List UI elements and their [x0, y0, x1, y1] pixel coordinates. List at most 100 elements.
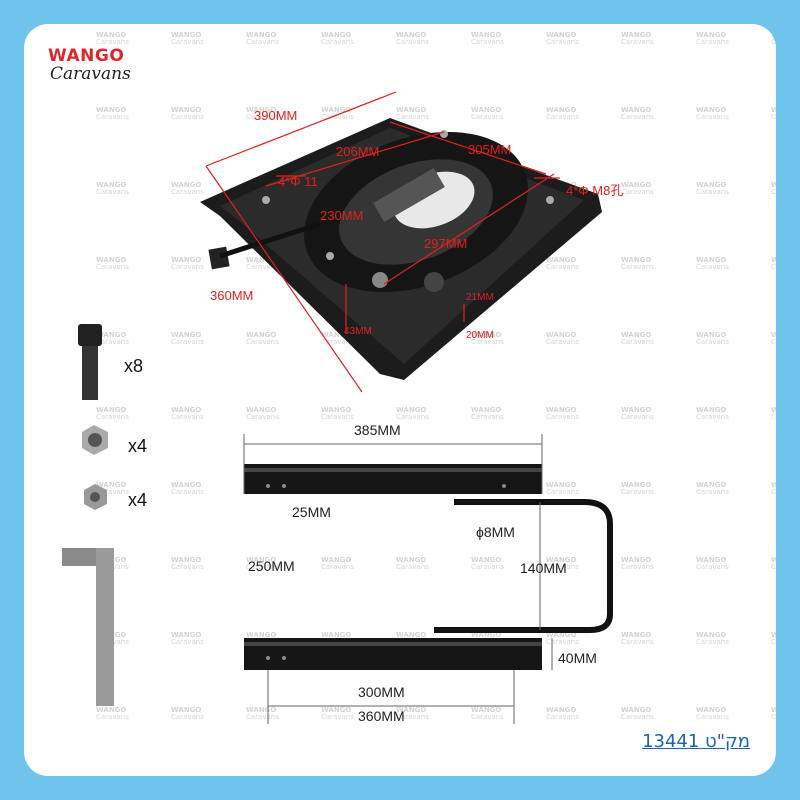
- dim-300: 300MM: [358, 684, 405, 700]
- bolt-image: [78, 324, 102, 400]
- qty-nut-small: x4: [128, 490, 148, 510]
- brand-line1: WANGO: [48, 46, 125, 66]
- nut-small-image: [84, 484, 107, 510]
- swivel-plate-image: [200, 118, 602, 380]
- dim-8: ϕ8MM: [476, 524, 515, 540]
- qty-bolt: x8: [124, 356, 144, 376]
- dim-206: 206MM: [336, 144, 380, 159]
- dim-holes-left: 4*Φ 11: [278, 174, 318, 189]
- dim-305: 305MM: [468, 142, 512, 157]
- dim-360: 360MM: [358, 708, 405, 724]
- dim-385: 385MM: [354, 422, 401, 438]
- brand-line2: Caravans: [50, 64, 131, 84]
- qty-nut-large: x4: [128, 436, 148, 456]
- dim-140: 140MM: [520, 560, 567, 576]
- nut-large-image: [82, 425, 108, 455]
- dim-360-diag: 360MM: [210, 288, 254, 303]
- dim-390: 390MM: [254, 108, 298, 123]
- brand-logo: WANGO Caravans: [48, 46, 131, 84]
- dim-21: 21MM: [466, 292, 494, 303]
- allen-key-image: [62, 548, 114, 706]
- dim-230: 230MM: [320, 208, 364, 223]
- rail-dimension-lines: [243, 434, 553, 724]
- sku-link[interactable]: מק"ט 13441: [642, 731, 750, 752]
- product-illustration: [62, 91, 613, 724]
- swivel-dimension-lines: [205, 91, 560, 393]
- dim-297: 297MM: [424, 236, 468, 251]
- dim-holes-right: 4*Φ M8孔: [566, 183, 624, 198]
- dim-43: 43MM: [344, 326, 372, 337]
